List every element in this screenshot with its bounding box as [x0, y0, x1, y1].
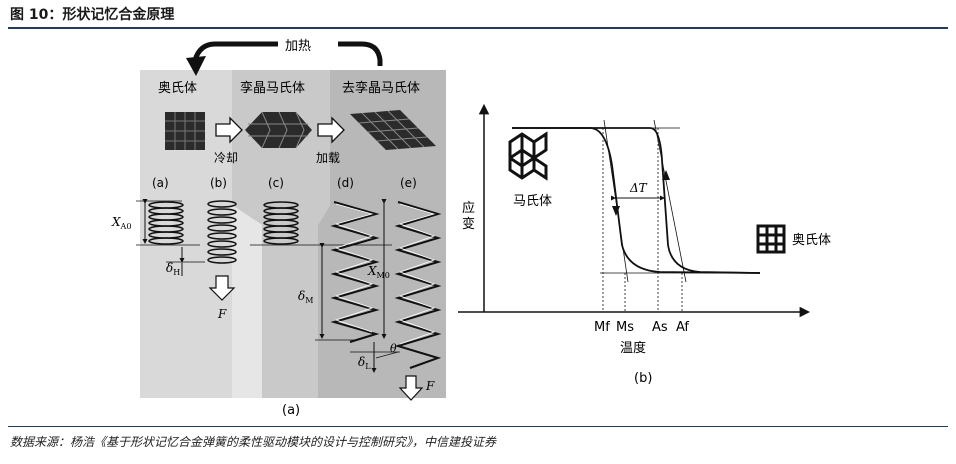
phase-twinned-martensite: 孪晶马氏体 — [240, 80, 305, 96]
source-note: 数据来源：杨浩《基于形状记忆合金弹簧的柔性驱动模块的设计与控制研究》，中信建投证… — [10, 435, 497, 449]
force-arrow-b-icon — [208, 275, 236, 301]
y-axis-label-line1: 应变 — [462, 200, 475, 232]
dh-symbol: δH — [166, 261, 180, 277]
force-arrow-e-icon — [398, 375, 424, 401]
panel-b: 应变 ΔT 马氏体 — [458, 103, 831, 386]
cool-label: 冷却 — [214, 151, 238, 165]
loading-arrow-icon — [317, 116, 345, 144]
heating-arrow-right — [338, 41, 383, 66]
sub-label-d: (d) — [337, 176, 354, 190]
cooling-direction-icon — [612, 206, 620, 216]
sub-label-b: (b) — [210, 176, 227, 190]
sub-label-c: (c) — [268, 176, 284, 190]
spring-d — [330, 201, 380, 343]
dm-symbol: δM — [298, 289, 313, 305]
top-rule — [8, 27, 948, 29]
figure-title: 图 10：形状记忆合金原理 — [10, 7, 175, 23]
spring-a — [148, 201, 184, 245]
panel-a: 加热 奥氏体 孪晶马氏体 去孪晶马氏体 冷却 加载 — [111, 39, 446, 418]
xa0-symbol: XA0 — [111, 215, 131, 231]
xm0-symbol: XM0 — [367, 264, 390, 280]
spring-b — [207, 200, 237, 264]
bottom-rule — [8, 426, 948, 427]
heating-curve — [512, 127, 761, 274]
detwinned-lattice-icon — [350, 110, 436, 150]
phase-austenite: 奥氏体 — [158, 81, 197, 96]
tick-af: Af — [676, 320, 689, 335]
x-axis-label: 温度 — [620, 340, 646, 356]
cooling-arrow-icon — [215, 116, 243, 144]
austenite-label: 奥氏体 — [792, 233, 831, 248]
force-e-symbol: F — [425, 379, 435, 393]
heating-label: 加热 — [285, 39, 311, 54]
heating-arrow-left — [192, 41, 278, 61]
tick-ms: Ms — [616, 320, 634, 335]
delta-t-label: ΔT — [629, 181, 648, 195]
heating-direction-icon — [662, 170, 670, 180]
sub-label-e: (e) — [400, 176, 417, 190]
phase-detwinned-martensite: 去孪晶马氏体 — [342, 80, 420, 96]
martensite-lattice-icon — [508, 131, 548, 181]
spring-c — [263, 201, 299, 245]
cooling-curve — [512, 127, 761, 274]
band-twinned — [232, 70, 330, 398]
tick-mf: Mf — [594, 320, 610, 335]
austenite-grid-icon — [756, 224, 786, 254]
tick-as: As — [652, 320, 668, 335]
spring-e — [394, 201, 442, 369]
dl-symbol: δL — [358, 355, 371, 371]
caption-b: (b) — [634, 371, 652, 386]
force-b-symbol: F — [217, 307, 227, 321]
theta-symbol: θ — [390, 342, 397, 355]
load-label: 加载 — [316, 151, 340, 165]
martensite-label: 马氏体 — [513, 194, 552, 209]
sub-label-a: (a) — [152, 176, 169, 190]
caption-a: (a) — [282, 403, 300, 418]
twinned-lattice-icon — [245, 111, 312, 149]
austenite-lattice-icon — [165, 112, 205, 150]
